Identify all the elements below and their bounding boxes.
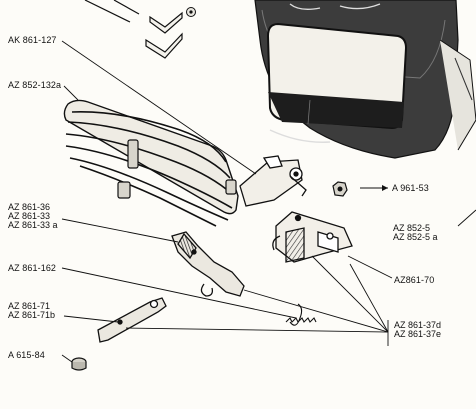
- label-az-861-70: AZ861-70: [394, 275, 435, 285]
- radiator-grille: [63, 99, 239, 227]
- small-clip-top: [186, 7, 196, 17]
- label-az-861-162: AZ 861-162: [8, 263, 57, 273]
- spring-az861162: [285, 303, 317, 326]
- label-a-961-53: A 961-53: [392, 183, 429, 193]
- label-group-az-852-5: AZ 852-5 AZ 852-5 a: [393, 224, 438, 242]
- label-az-861-36: AZ 861-36: [8, 202, 51, 212]
- label-az-861-37e: AZ 861-37e: [394, 329, 442, 339]
- label-az-861-71: AZ 861-71: [8, 301, 51, 311]
- label-ak-861-127: AK 861-127: [8, 35, 57, 45]
- leader-lines: [61, 40, 476, 363]
- screw-a61584: [71, 357, 87, 371]
- label-az-861-33: AZ 861-33: [8, 211, 51, 221]
- hinge-bracket: [239, 155, 307, 207]
- label-group-az-861-37: AZ 861-37d AZ 861-37e: [394, 321, 441, 339]
- label-az-861-37d: AZ 861-37d: [394, 320, 442, 330]
- nut-a96153: [332, 181, 348, 197]
- label-az-861-71b: AZ 861-71b: [8, 310, 56, 320]
- label-a-615-84: A 615-84: [8, 350, 45, 360]
- label-az-852-132a: AZ 852-132a: [8, 80, 62, 90]
- lock-bracket-az86170: [272, 211, 353, 263]
- arrow-a96153: [382, 185, 388, 191]
- front-panel: [254, 0, 476, 159]
- label-az-852-5: AZ 852-5: [393, 223, 431, 233]
- link-rod-az86171: [97, 297, 167, 343]
- label-az-852-5a: AZ 852-5 a: [393, 232, 438, 242]
- chevron-emblem: [84, 0, 183, 59]
- label-group-az-861-71: AZ 861-71 AZ 861-71b: [8, 302, 55, 320]
- label-group-az-861-36: AZ 861-36 AZ 861-33 AZ 861-33 a: [8, 203, 58, 230]
- label-az-861-33a: AZ 861-33 a: [8, 220, 58, 230]
- latch-lever: [171, 231, 245, 297]
